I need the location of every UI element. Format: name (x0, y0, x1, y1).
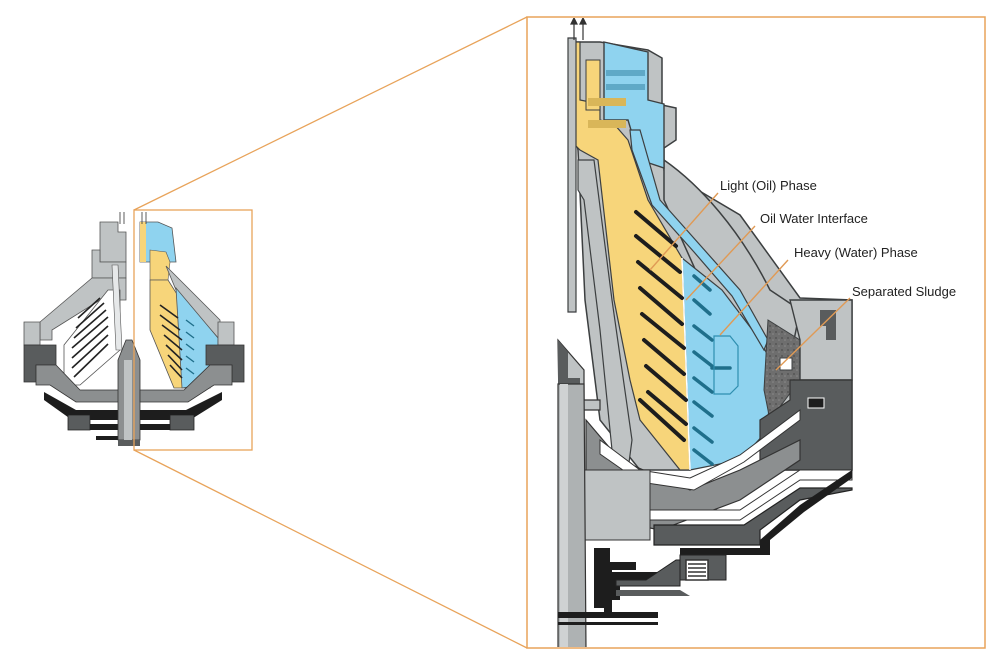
oil-disc-stack (634, 210, 688, 442)
spring (685, 559, 709, 581)
label-oil-water-interface: Oil Water Interface (760, 211, 868, 226)
detail-zoom-box (526, 16, 986, 649)
overview-right-half (139, 221, 245, 431)
label-light-oil-phase: Light (Oil) Phase (720, 178, 817, 193)
overview-centrifuge (23, 212, 245, 446)
overview-zoom-box (133, 209, 253, 451)
leader-lines (649, 192, 851, 371)
water-disc-stack (692, 274, 732, 466)
label-heavy-water-phase: Heavy (Water) Phase (794, 245, 918, 260)
outlet-arrows (570, 18, 587, 40)
zoom-connector-lines (133, 16, 528, 649)
overview-left-half (23, 221, 127, 440)
detail-centrifuge (557, 18, 853, 647)
label-separated-sludge: Separated Sludge (852, 284, 957, 299)
